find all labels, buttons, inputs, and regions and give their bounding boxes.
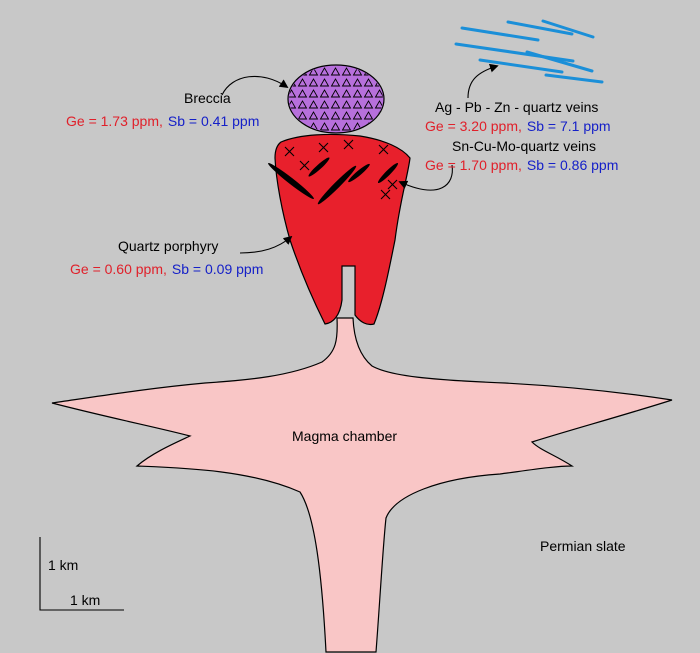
scale-vertical-label: 1 km <box>48 557 78 573</box>
magma-chamber <box>51 317 673 653</box>
magma-chamber-label: Magma chamber <box>292 428 397 444</box>
permian-slate-label: Permian slate <box>540 538 626 554</box>
quartz-porphyry-body <box>274 133 411 326</box>
vein-cross-marks <box>284 139 398 200</box>
sncumo-values: Ge = 1.70 ppm,Sb = 0.86 ppm <box>425 157 618 173</box>
breccia-pattern <box>289 66 383 132</box>
breccia-label: Breccia <box>184 90 231 106</box>
sncumo-label: Sn-Cu-Mo-quartz veins <box>452 138 596 154</box>
leader-arrows <box>221 63 499 254</box>
sncumo-veins <box>268 157 399 205</box>
porphyry-values: Ge = 0.60 ppm,Sb = 0.09 ppm <box>70 261 263 277</box>
agpbzn-veins <box>454 19 604 84</box>
agpbzn-label: Ag - Pb - Zn - quartz veins <box>435 99 598 115</box>
agpbzn-values: Ge = 3.20 ppm,Sb = 7.1 ppm <box>425 118 611 134</box>
scale-bar <box>39 537 124 611</box>
porphyry-label: Quartz porphyry <box>118 238 218 254</box>
breccia-values: Ge = 1.73 ppm,Sb = 0.41 ppm <box>66 113 259 129</box>
scale-horizontal-label: 1 km <box>70 592 100 608</box>
